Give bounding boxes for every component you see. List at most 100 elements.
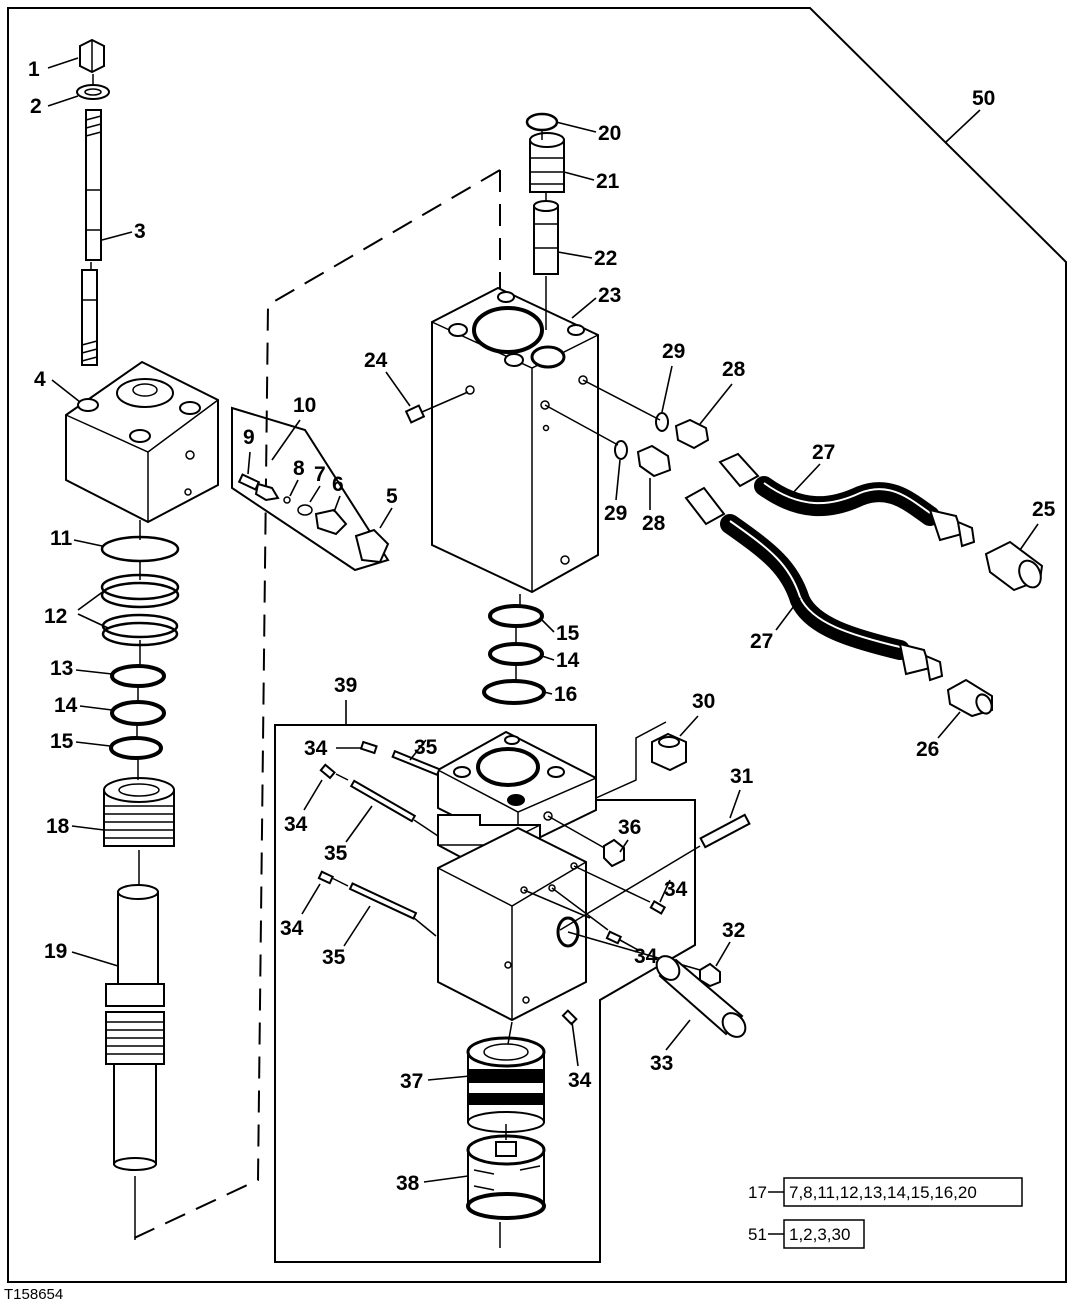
callout-1: 1 xyxy=(28,58,40,81)
part-nut-30 xyxy=(651,732,687,772)
callout-3: 3 xyxy=(134,220,146,243)
part-ring-13 xyxy=(110,664,166,688)
callout-18: 18 xyxy=(46,815,70,838)
part-roll-pin-e xyxy=(605,930,623,945)
callout-24: 24 xyxy=(364,349,388,372)
callout-34-a: 34 xyxy=(304,737,328,760)
part-hose-lower xyxy=(684,486,944,682)
callout-20: 20 xyxy=(598,122,621,145)
callout-26: 26 xyxy=(916,738,939,761)
part-hose-upper xyxy=(718,452,976,548)
callout-34-d: 34 xyxy=(664,878,688,901)
callout-15-left: 15 xyxy=(50,730,74,753)
callout-30: 30 xyxy=(692,690,715,713)
part-pin-35-lower xyxy=(348,882,437,937)
kit-51-number: 51 xyxy=(748,1225,767,1244)
part-plug-24 xyxy=(404,391,469,424)
callout-31: 31 xyxy=(730,765,754,788)
callout-34-f: 34 xyxy=(568,1069,592,1092)
callout-34-c: 34 xyxy=(280,917,304,940)
part-o-ring-large xyxy=(100,535,180,563)
callout-8: 8 xyxy=(293,457,305,480)
part-spool xyxy=(105,884,165,1171)
callout-37: 37 xyxy=(400,1070,423,1093)
part-ring-16 xyxy=(482,679,546,705)
part-bolt-36 xyxy=(603,838,625,868)
part-sleeve-37 xyxy=(466,1036,546,1133)
part-roller-33 xyxy=(655,955,747,1038)
callout-50-assembly: 50 xyxy=(972,87,995,110)
callout-5: 5 xyxy=(386,485,398,508)
callout-21: 21 xyxy=(596,170,620,193)
callout-29-upper: 29 xyxy=(662,340,685,363)
part-plug-21 xyxy=(529,132,565,193)
callout-27-lower: 27 xyxy=(750,630,773,653)
callout-35-middle: 35 xyxy=(324,842,348,865)
callout-22: 22 xyxy=(594,247,617,270)
callout-6: 6 xyxy=(332,473,344,496)
callout-35-lower: 35 xyxy=(322,946,346,969)
part-valve-body xyxy=(431,286,599,594)
part-ring-14-center xyxy=(488,642,544,666)
part-o-ring-20 xyxy=(525,112,559,132)
part-fitting-28-upper xyxy=(674,418,710,450)
kit-reference-51: 51 1,2,3,30 xyxy=(748,1219,865,1249)
part-washer xyxy=(76,84,110,100)
callout-28-upper: 28 xyxy=(722,358,746,381)
leader-lines xyxy=(47,57,1039,1183)
callout-34-b: 34 xyxy=(284,813,308,836)
kit-51-parts: 1,2,3,30 xyxy=(789,1225,850,1244)
part-fitting-25 xyxy=(984,540,1044,592)
part-parts-card xyxy=(231,406,390,572)
callout-29-lower: 29 xyxy=(604,502,627,525)
part-roll-pin-f xyxy=(561,1009,578,1026)
callout-39-subassembly: 39 xyxy=(334,674,357,697)
callout-27-upper: 27 xyxy=(812,441,835,464)
callout-16: 16 xyxy=(554,683,577,706)
callout-34-e: 34 xyxy=(634,945,658,968)
part-block-lower xyxy=(437,811,587,1022)
part-pin-35-middle xyxy=(349,779,439,837)
callout-labels: 1 2 3 4 5 6 7 8 9 10 11 12 13 14 15 18 1… xyxy=(28,58,1056,1195)
part-rod-upper xyxy=(85,109,102,261)
part-roll-pin-d xyxy=(649,900,667,915)
part-roll-pin-c xyxy=(317,870,335,885)
part-cap-block xyxy=(65,360,219,524)
callout-32: 32 xyxy=(722,919,745,942)
part-ring-14-left xyxy=(110,700,166,726)
callout-25: 25 xyxy=(1032,498,1056,521)
callout-12: 12 xyxy=(44,605,67,628)
part-washer-29-upper xyxy=(655,412,669,432)
kit-17-parts: 7,8,11,12,13,14,15,16,20 xyxy=(789,1183,977,1202)
kit-reference-17: 17 7,8,11,12,13,14,15,16,20 xyxy=(748,1177,1023,1207)
callout-7: 7 xyxy=(314,463,326,486)
callout-35-top: 35 xyxy=(414,736,438,759)
part-roll-pin-a xyxy=(359,740,378,755)
callout-14-center: 14 xyxy=(556,649,580,672)
callout-4: 4 xyxy=(34,368,46,391)
part-ring-15-center xyxy=(488,604,544,628)
part-pin-35-top xyxy=(391,749,441,777)
callout-14-left: 14 xyxy=(54,694,78,717)
callout-13: 13 xyxy=(50,657,73,680)
figure-id: T158654 xyxy=(4,1286,63,1303)
callout-10: 10 xyxy=(293,394,316,417)
callout-2: 2 xyxy=(30,95,42,118)
callout-23: 23 xyxy=(598,284,621,307)
part-cap xyxy=(79,38,105,74)
sub-assembly-frame xyxy=(274,724,696,1263)
diagram-frame xyxy=(7,7,1067,1283)
part-fitting-26 xyxy=(946,678,993,718)
callout-33: 33 xyxy=(650,1052,673,1075)
callout-15-center: 15 xyxy=(556,622,580,645)
part-packing-stack xyxy=(103,777,175,847)
part-sleeve-22 xyxy=(533,200,559,275)
kit-17-number: 17 xyxy=(748,1183,767,1202)
callout-38: 38 xyxy=(396,1172,420,1195)
part-pin-31 xyxy=(699,813,751,849)
callout-9: 9 xyxy=(243,426,255,449)
part-rod-lower xyxy=(81,269,98,366)
part-fitting-28-lower xyxy=(636,444,672,478)
callout-11: 11 xyxy=(50,527,73,550)
